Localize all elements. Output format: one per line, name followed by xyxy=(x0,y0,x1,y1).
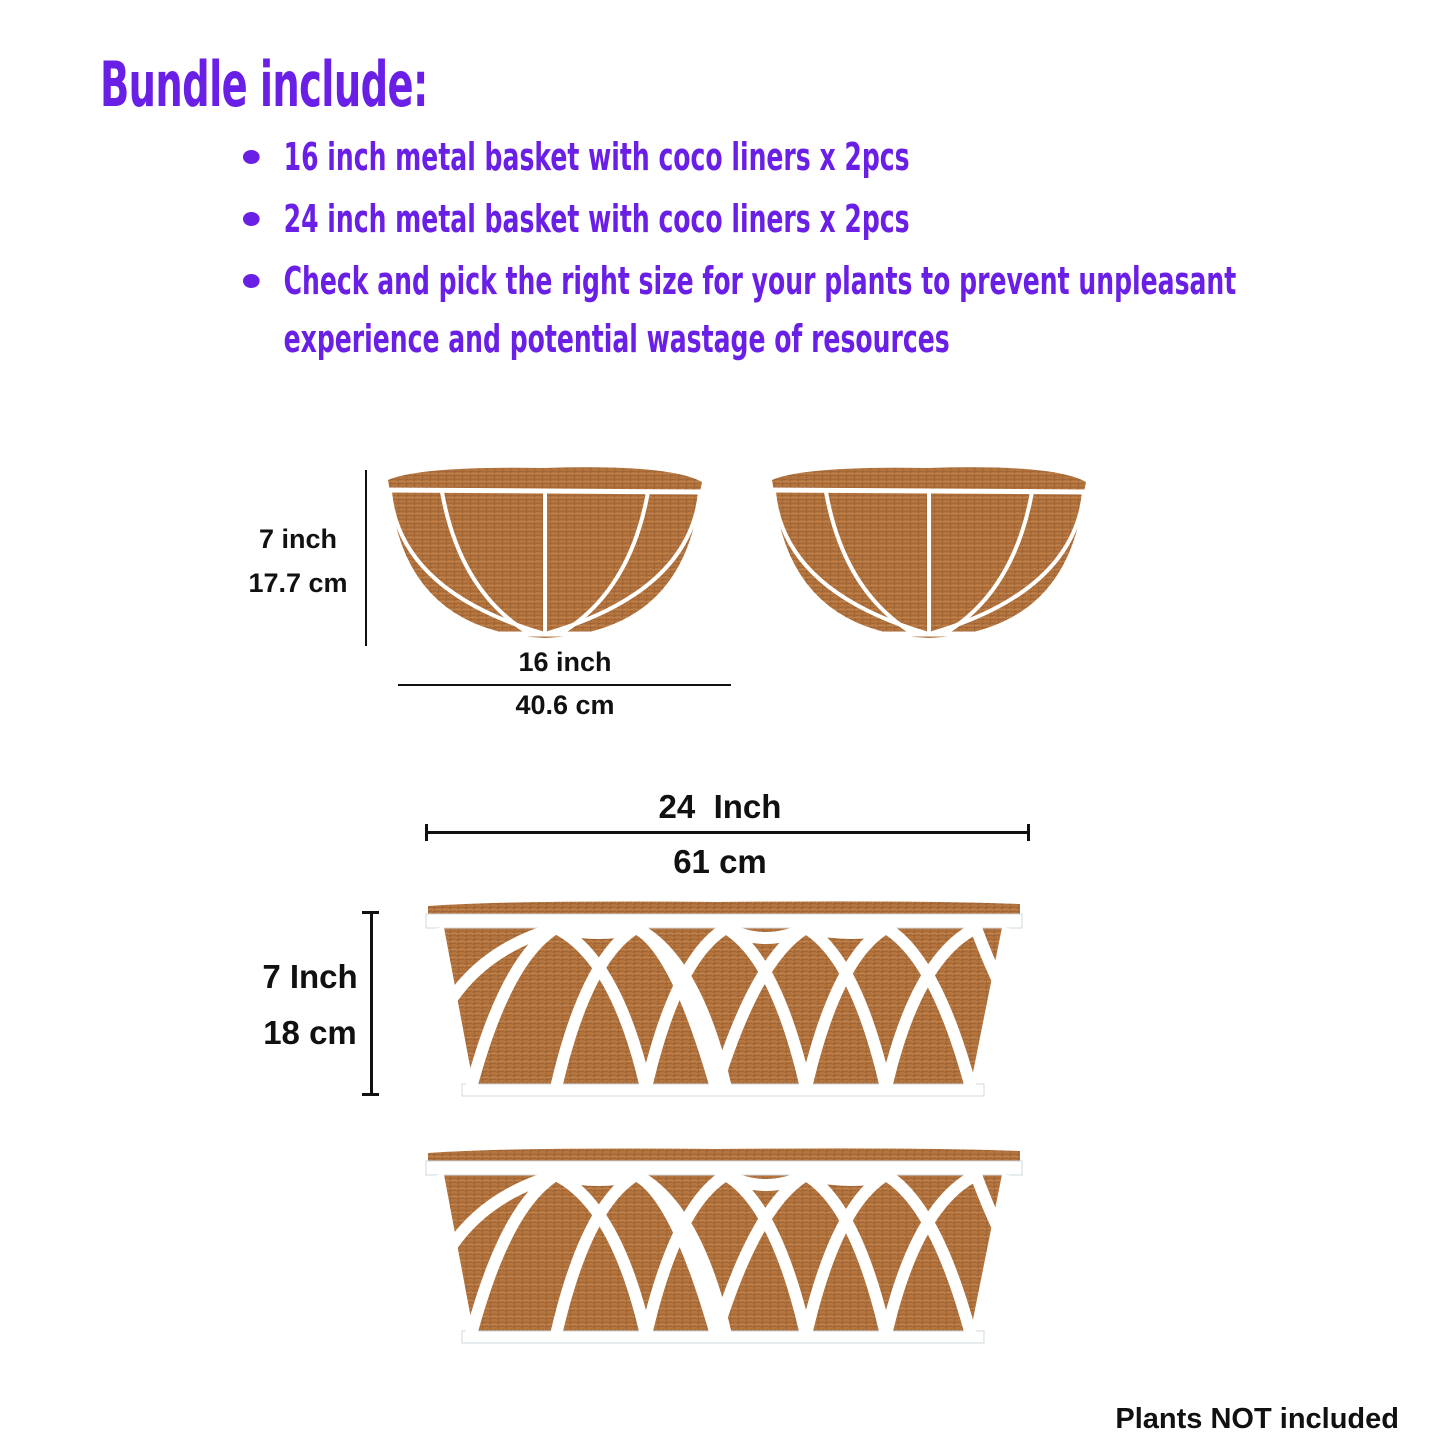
list-item: 24 inch metal basket with coco liners x … xyxy=(242,190,1260,252)
height-dimension-line xyxy=(365,470,367,646)
large-height-inch: 7 Inch xyxy=(262,958,358,995)
width-dimension-line xyxy=(426,831,1030,834)
plants-not-included-note: Plants NOT included xyxy=(1115,1403,1399,1435)
list-item-text: Check and pick the right size for your p… xyxy=(283,259,1237,361)
list-item: 16 inch metal basket with coco liners x … xyxy=(242,128,1260,190)
small-height-cm: 17.7 cm xyxy=(248,568,348,598)
large-height-cm: 18 cm xyxy=(263,1014,357,1051)
bullet-icon xyxy=(242,274,260,288)
list-item-text: 16 inch metal basket with coco liners x … xyxy=(283,135,910,179)
small-height-inch: 7 inch xyxy=(258,524,338,554)
large-width-inch: 24 Inch xyxy=(658,788,782,825)
list-item-text: 24 inch metal basket with coco liners x … xyxy=(283,197,910,241)
small-width-cm: 40.6 cm xyxy=(515,690,615,720)
width-dimension-line xyxy=(398,684,731,686)
height-dimension-cap xyxy=(362,1093,379,1096)
width-dimension-cap xyxy=(1027,824,1030,841)
height-dimension-line xyxy=(370,912,373,1096)
large-basket-image xyxy=(425,901,1023,1097)
large-basket-image xyxy=(425,1148,1023,1344)
small-width-inch: 16 inch xyxy=(518,647,612,677)
small-basket-image xyxy=(769,467,1089,638)
width-dimension-cap xyxy=(425,824,428,841)
height-dimension-cap xyxy=(362,911,379,914)
small-basket-image xyxy=(385,467,705,638)
bullet-icon xyxy=(242,150,260,164)
list-item: Check and pick the right size for your p… xyxy=(242,252,1260,368)
bundle-heading: Bundle include: xyxy=(100,48,428,121)
large-width-cm: 61 cm xyxy=(673,843,767,880)
bullet-icon xyxy=(242,212,260,226)
bundle-list: 16 inch metal basket with coco liners x … xyxy=(242,128,1445,368)
